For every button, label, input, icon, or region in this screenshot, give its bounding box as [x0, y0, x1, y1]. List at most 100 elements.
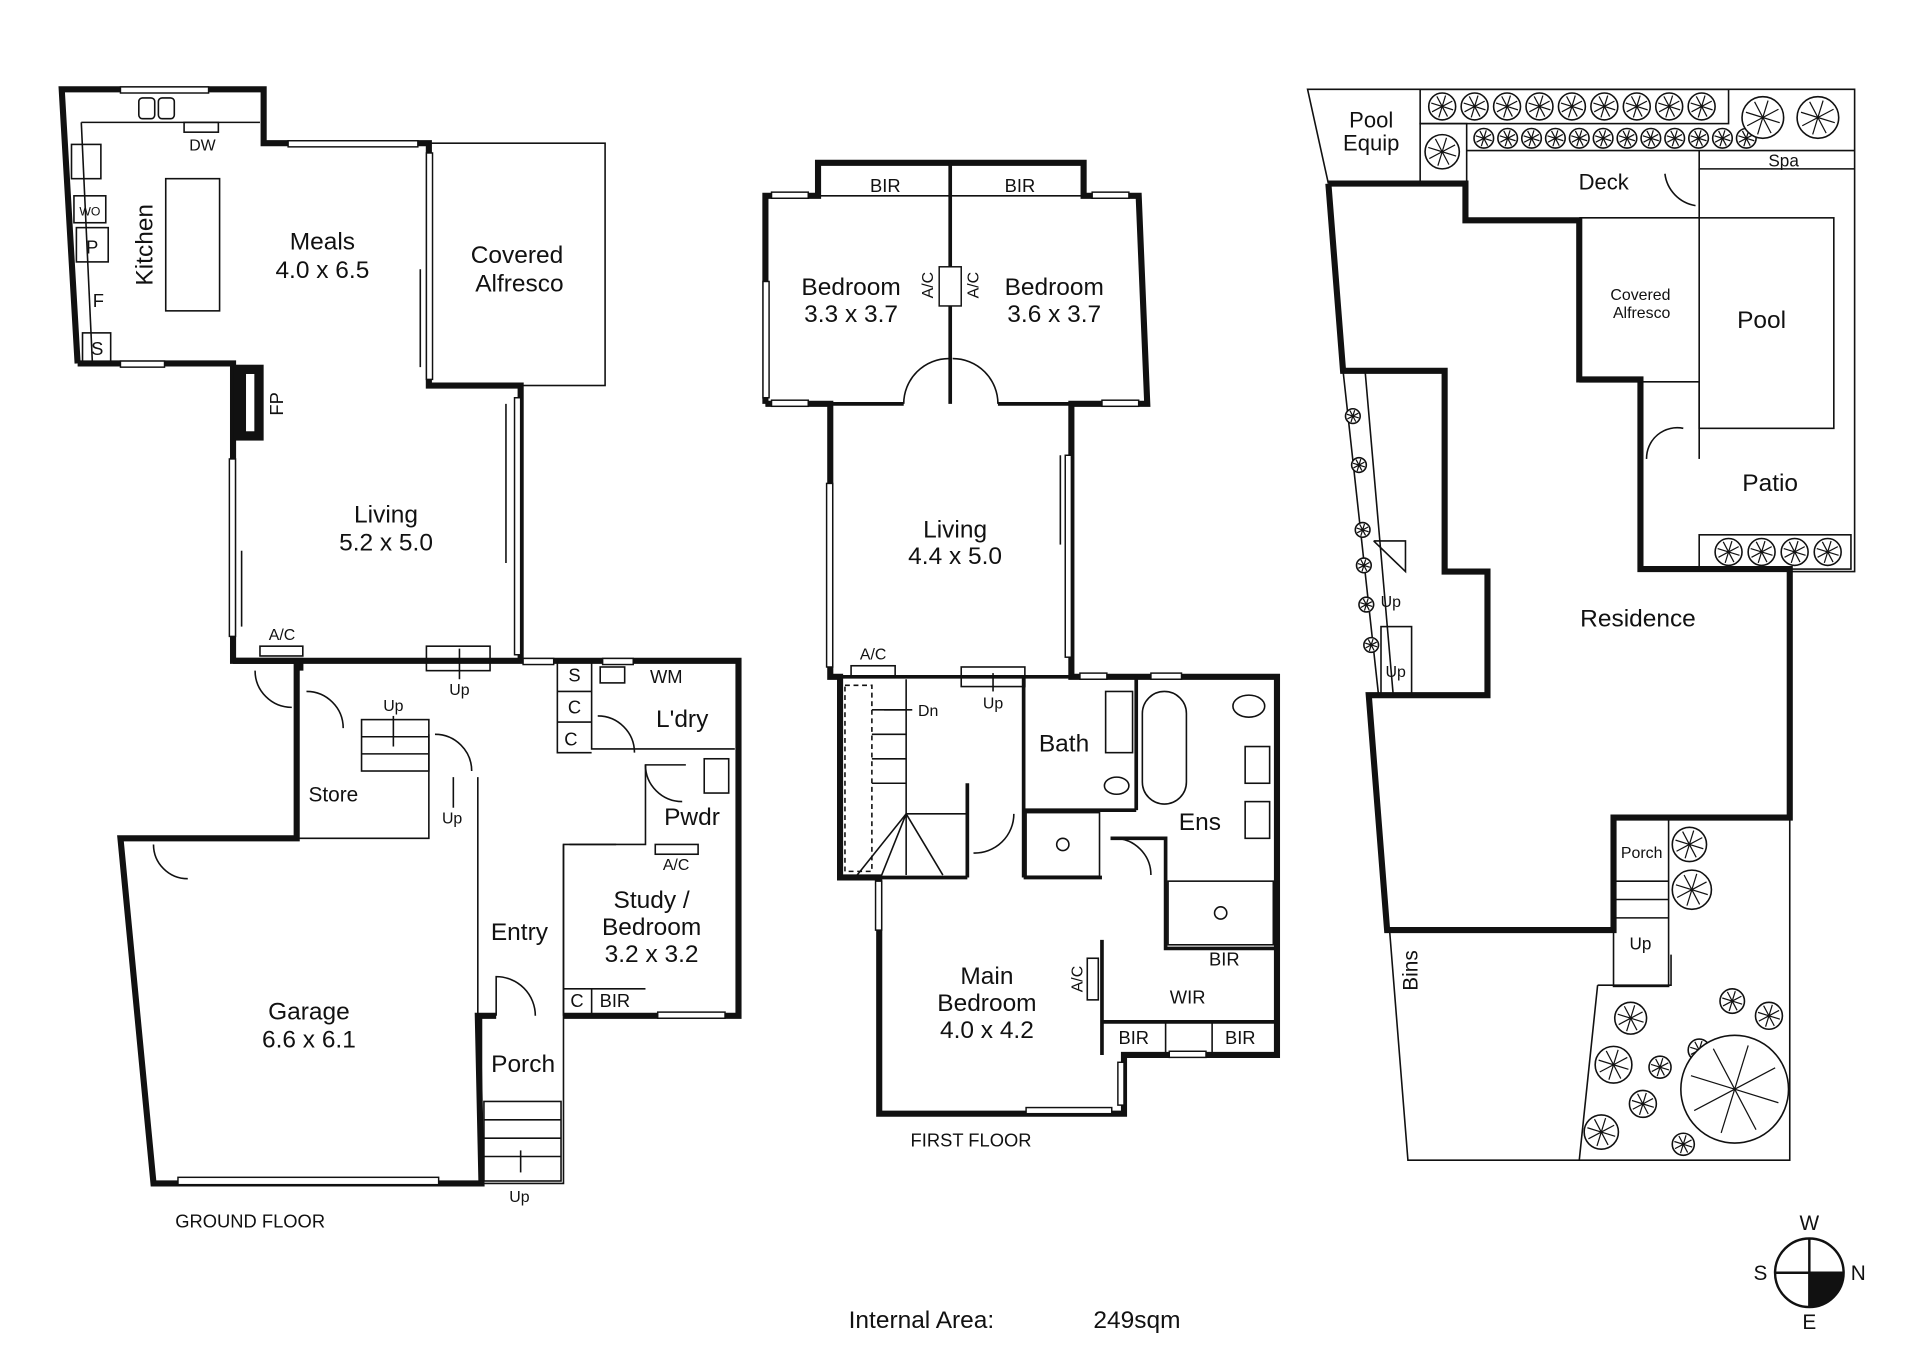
tree-icon [1354, 521, 1371, 539]
room-label-entry: Entry [491, 919, 549, 946]
compass-south: S [1753, 1262, 1767, 1285]
room-label-store: Store [309, 784, 359, 807]
area-label-residence: Residence [1580, 606, 1696, 633]
tree-icon [1613, 1001, 1648, 1035]
tree-icon [1654, 92, 1684, 121]
fixture-ac: A/C [269, 627, 296, 644]
compass-west: W [1800, 1212, 1820, 1235]
closet-label-bir-3: BIR [1209, 949, 1240, 970]
tree-icon [1687, 127, 1710, 149]
tree-icon [1544, 127, 1566, 149]
tree-icon [1754, 1001, 1784, 1031]
fixture-dw: DW [189, 138, 215, 155]
tree-icon [1568, 127, 1590, 149]
internal-area-value: 249sqm [1093, 1307, 1180, 1334]
tree-icon [1622, 92, 1652, 121]
tree-icon [1648, 1055, 1672, 1079]
stair-up-label: Up [442, 811, 462, 828]
fixture-fp: FP [266, 392, 287, 415]
stair-down-label: Dn [918, 703, 938, 720]
stair-up-label: Up [1629, 934, 1651, 954]
tree-icon [1680, 1034, 1790, 1144]
fixture-bir: BIR [600, 990, 631, 1011]
fixture-p: P [86, 236, 98, 257]
tree-icon [1497, 127, 1519, 149]
fixture-f: F [93, 290, 104, 311]
room-label-kitchen: Kitchen [131, 204, 158, 286]
tree-icon [1590, 92, 1619, 121]
tree-icon [1671, 826, 1708, 863]
tree-icon [1616, 127, 1638, 149]
fixture-s: S [91, 338, 103, 359]
first-floor-title: FIRST FLOOR [911, 1130, 1032, 1151]
tree-icon [1711, 127, 1734, 149]
stair-up-label: Up [449, 682, 469, 699]
tree-icon [1671, 869, 1713, 911]
tree-icon [1525, 92, 1554, 121]
tree-icon [1492, 92, 1522, 121]
stair-up-label: Up [509, 1189, 529, 1206]
area-label-patio: Patio [1742, 470, 1798, 497]
internal-area-label: Internal Area: [849, 1307, 995, 1334]
tree-icon [1664, 127, 1686, 149]
tree-icon [1473, 127, 1495, 149]
tree-icon [1628, 1089, 1658, 1119]
fixture-ac: A/C [860, 647, 887, 664]
fixture-ac-study: A/C [663, 857, 690, 874]
tree-icon [1520, 127, 1543, 149]
tree-icon [1460, 92, 1489, 121]
fixture-c3: C [570, 990, 583, 1011]
area-label-porch: Porch [1621, 845, 1663, 862]
fixture-s2: S [568, 665, 580, 686]
ground-floor-title: GROUND FLOOR [175, 1210, 325, 1231]
tree-icon [1583, 1114, 1620, 1150]
closet-label-bir-5: BIR [1225, 1027, 1256, 1048]
stair-up-label: Up [983, 696, 1003, 713]
tree-icon [1350, 456, 1368, 474]
tree-icon [1747, 537, 1776, 567]
closet-label-wir: WIR [1170, 987, 1206, 1008]
room-label-porch: Porch [491, 1051, 555, 1078]
room-label-laundry: L'dry [656, 706, 709, 733]
tree-icon [1687, 92, 1716, 121]
fixture-ac: A/C [1069, 966, 1086, 993]
tree-icon [1813, 537, 1842, 567]
tree-icon [1344, 407, 1361, 425]
tree-icon [1671, 1132, 1696, 1157]
tree-icon [1363, 636, 1380, 654]
area-label-spa: Spa [1768, 150, 1799, 170]
room-label-bath: Bath [1039, 730, 1089, 757]
tree-icon [1557, 92, 1587, 121]
tree-icon [1719, 988, 1746, 1015]
compass-north: N [1851, 1262, 1866, 1285]
closet-label-bir-1: BIR [870, 175, 901, 196]
stair-up-label: Up [383, 698, 403, 715]
stair-up-label: Up [1381, 594, 1401, 611]
tree-icon [1424, 133, 1461, 170]
tree-icon [1355, 557, 1373, 574]
compass-east: E [1802, 1311, 1816, 1334]
fixture-wo: WO [79, 204, 100, 218]
stair-up-label: Up [1386, 664, 1406, 681]
room-label-powder: Pwdr [664, 804, 720, 831]
tree-icon [1714, 537, 1743, 567]
fixture-ac: A/C [965, 272, 982, 298]
tree-icon [1427, 92, 1457, 121]
tree-icon [1358, 596, 1375, 613]
fixture-ac: A/C [920, 272, 937, 298]
tree-icon [1594, 1045, 1633, 1084]
area-label-bins: Bins [1400, 950, 1423, 990]
tree-icon [1640, 127, 1662, 149]
